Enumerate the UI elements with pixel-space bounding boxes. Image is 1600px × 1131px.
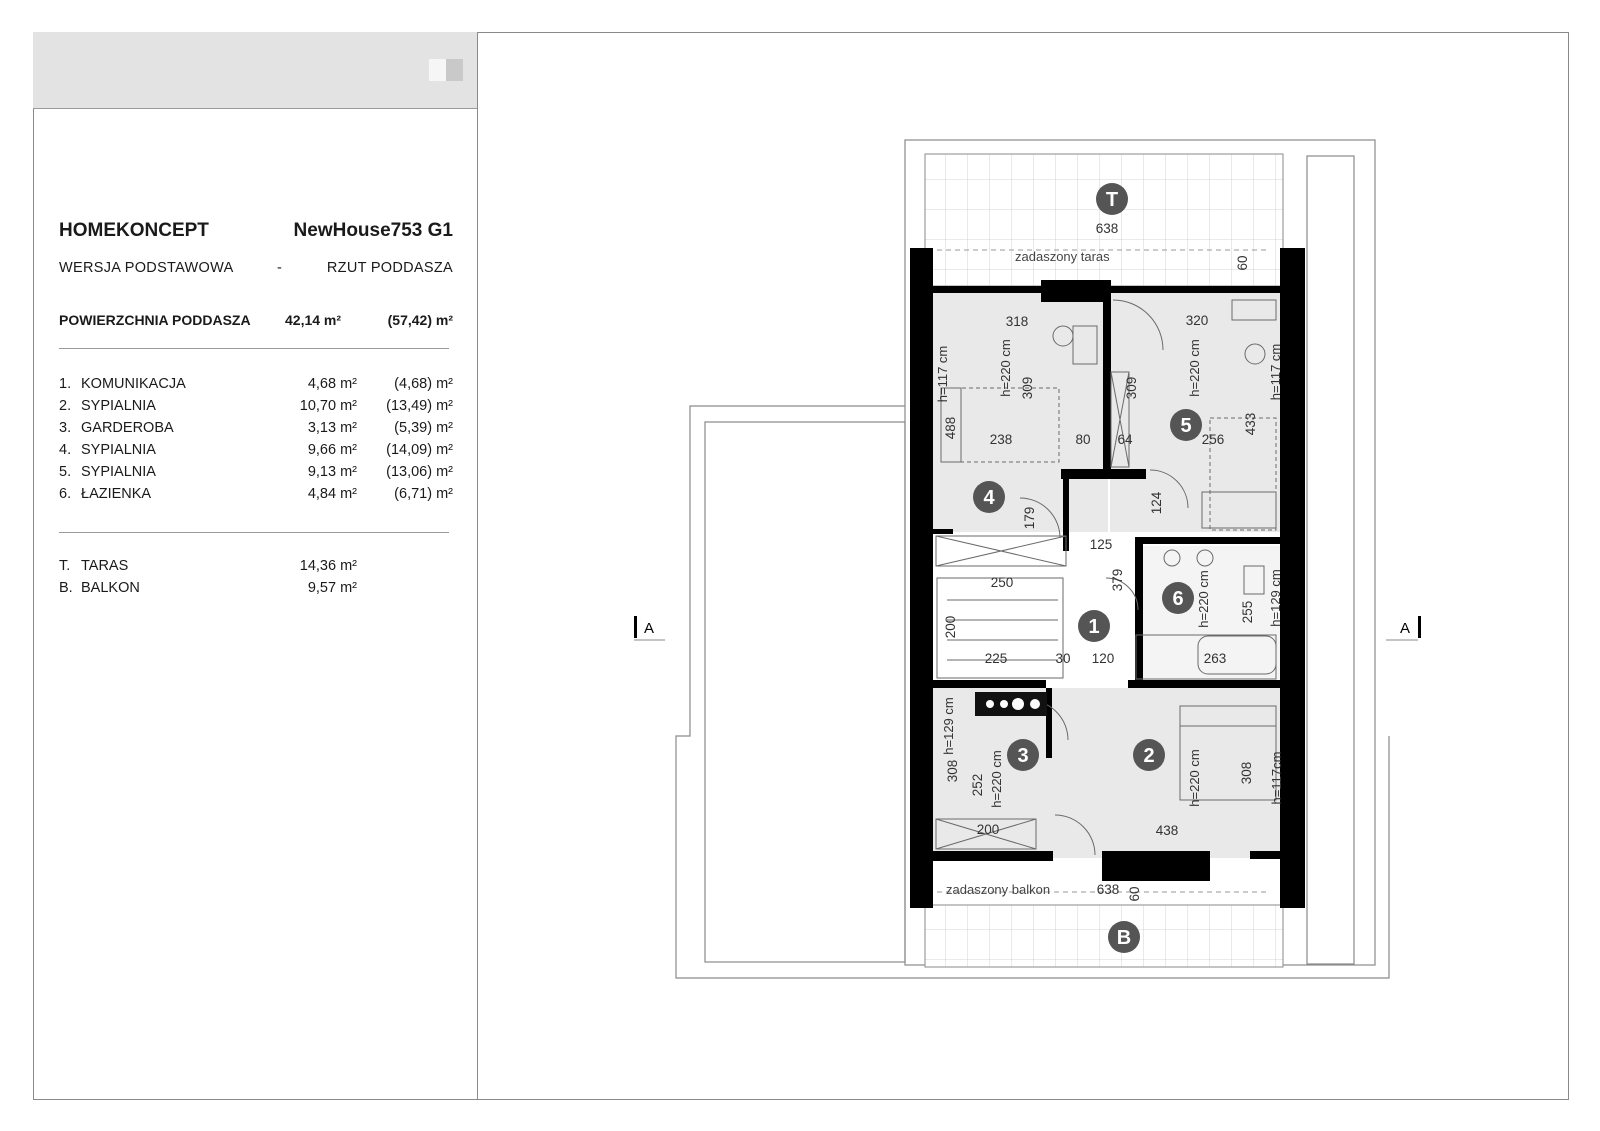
svg-text:3: 3 [1017, 745, 1028, 767]
svg-text:438: 438 [1156, 823, 1179, 838]
svg-text:2: 2 [1143, 745, 1154, 767]
total-area-value: 42,14 m² [285, 312, 342, 328]
logo-icon [429, 59, 463, 81]
svg-text:1: 1 [1088, 616, 1099, 638]
svg-text:A: A [1400, 620, 1410, 637]
svg-text:125: 125 [1090, 537, 1113, 552]
marker-room-5 [1170, 409, 1202, 441]
stove-icon [975, 692, 1047, 716]
bathroom-fill [1138, 546, 1280, 682]
svg-text:238: 238 [990, 432, 1013, 447]
svg-text:320: 320 [1186, 313, 1209, 328]
marker-room-3 [1007, 739, 1039, 771]
svg-text:A: A [644, 620, 654, 637]
svg-text:6: 6 [1172, 588, 1183, 610]
terrace-area [924, 153, 1284, 287]
svg-text:h=129 cm: h=129 cm [941, 697, 956, 754]
svg-text:200: 200 [977, 822, 1000, 837]
svg-text:308: 308 [945, 760, 960, 783]
header-band [33, 32, 477, 109]
svg-text:h=220 cm: h=220 cm [989, 750, 1004, 807]
svg-text:638: 638 [1096, 221, 1119, 236]
marker-balcony [1108, 921, 1140, 953]
svg-text:252: 252 [970, 774, 985, 797]
svg-text:h=220 cm: h=220 cm [998, 339, 1013, 396]
svg-text:309: 309 [1124, 377, 1139, 400]
marker-room-2 [1133, 739, 1165, 771]
area-labels: zadaszony taras zadaszony balkon [946, 249, 1110, 897]
title-block: HOMEKONCEPT NewHouse753 G1 WERSJA PODSTA… [33, 32, 478, 1100]
svg-text:4: 4 [983, 487, 995, 509]
svg-text:zadaszony taras: zadaszony taras [1015, 249, 1110, 264]
svg-text:225: 225 [985, 651, 1008, 666]
brand-name: HOMEKONCEPT [59, 220, 209, 241]
model-name: NewHouse753 G1 [293, 220, 453, 241]
svg-text:638: 638 [1097, 882, 1120, 897]
svg-text:h=117 cm: h=117 cm [1268, 344, 1283, 401]
room-markers [973, 183, 1202, 953]
svg-text:5: 5 [1180, 415, 1191, 437]
section-marker-left: A [634, 616, 665, 641]
svg-text:318: 318 [1006, 314, 1029, 329]
svg-text:64: 64 [1117, 432, 1133, 447]
svg-text:60: 60 [1127, 886, 1142, 901]
svg-text:h=129 cm: h=129 cm [1268, 569, 1283, 626]
total-area-gross: (57,42) m² [387, 312, 453, 328]
dimension-labels: 638 60 318 320 309 309 488 238 80 64 256… [943, 221, 1258, 902]
marker-room-1 [1078, 610, 1110, 642]
svg-text:256: 256 [1202, 432, 1225, 447]
svg-text:120: 120 [1092, 651, 1115, 666]
svg-text:h=117cm: h=117cm [1269, 752, 1284, 805]
svg-text:h=220 cm: h=220 cm [1187, 339, 1202, 396]
marker-labels: T B 1 2 3 4 5 6 [983, 189, 1191, 949]
svg-text:60: 60 [1235, 255, 1250, 270]
svg-text:h=220 cm: h=220 cm [1187, 749, 1202, 806]
section-marker-right: A [1386, 616, 1421, 641]
svg-text:B: B [1117, 927, 1131, 949]
svg-text:179: 179 [1022, 507, 1037, 530]
marker-room-6 [1162, 582, 1194, 614]
svg-text:zadaszony balkon: zadaszony balkon [946, 882, 1050, 897]
svg-text:200: 200 [943, 616, 958, 639]
svg-text:379: 379 [1110, 569, 1125, 592]
total-area-label: POWIERZCHNIA PODDASZA [59, 312, 251, 328]
svg-text:308: 308 [1239, 762, 1254, 785]
svg-text:255: 255 [1240, 601, 1255, 624]
svg-text:263: 263 [1204, 651, 1227, 666]
svg-text:30: 30 [1055, 651, 1070, 666]
svg-text:488: 488 [943, 417, 958, 440]
svg-text:250: 250 [991, 575, 1014, 590]
marker-room-4 [973, 481, 1005, 513]
height-labels: h=117 cm h=220 cm h=220 cm h=117 cm h=22… [935, 339, 1284, 807]
svg-text:80: 80 [1075, 432, 1090, 447]
svg-text:h=220 cm: h=220 cm [1196, 570, 1211, 627]
divider [59, 532, 449, 533]
version-label: WERSJA PODSTAWOWA [59, 260, 234, 276]
walls [910, 248, 1305, 908]
balcony-area [924, 904, 1284, 968]
marker-terrace [1096, 183, 1128, 215]
svg-text:124: 124 [1149, 491, 1164, 514]
view-label: RZUT PODDASZA [326, 260, 453, 276]
svg-text:h=117 cm: h=117 cm [935, 346, 950, 403]
svg-text:433: 433 [1243, 413, 1258, 436]
divider [59, 348, 449, 349]
drawing-frame [33, 32, 1569, 1100]
furniture [935, 299, 1277, 856]
svg-text:T: T [1106, 189, 1118, 211]
svg-text:309: 309 [1020, 377, 1035, 400]
separator: - [277, 260, 283, 276]
